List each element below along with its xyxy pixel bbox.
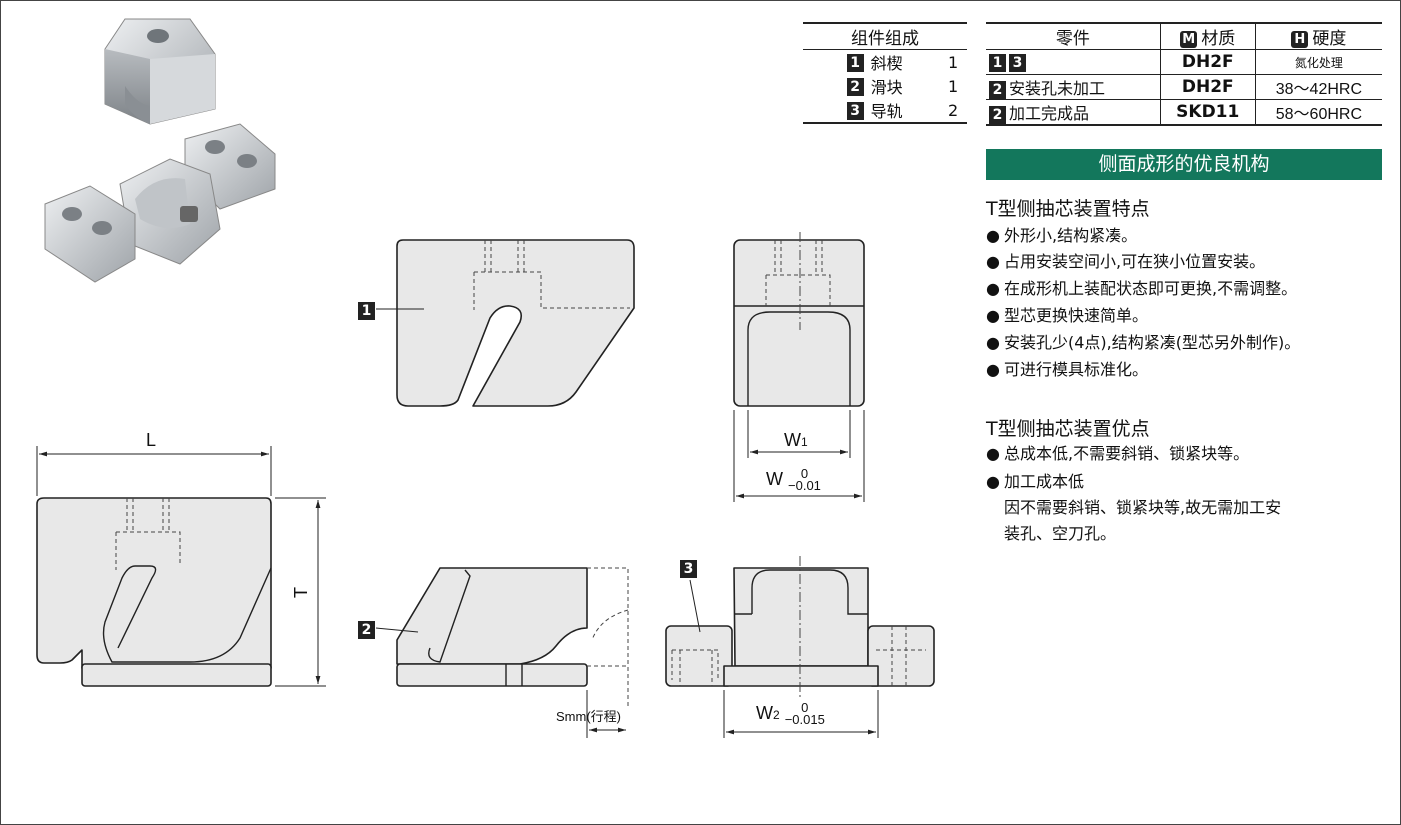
list-item: ●占用安装空间小,可在狭小位置安装。 xyxy=(986,252,1266,271)
section-banner: 侧面成形的优良机构 xyxy=(986,149,1382,180)
advantage-detail-line: 因不需要斜销、锁紧块等,故无需加工安 xyxy=(1004,498,1282,517)
composition-header: 组件组成 xyxy=(803,22,967,50)
slide-view xyxy=(396,567,588,665)
list-item: ●加工成本低 xyxy=(986,472,1085,491)
table-row: 1 斜楔 1 xyxy=(803,50,967,75)
table-row: 3 导轨 2 xyxy=(803,98,967,124)
dim-W1-label: W1 xyxy=(784,430,808,450)
dim-W-label: W 0 −0.01 xyxy=(766,466,821,493)
assembly-view xyxy=(36,497,272,669)
product-photo xyxy=(44,18,276,283)
table-row: 2 滑块 1 xyxy=(803,74,967,98)
part-tag-1: 1 xyxy=(358,300,378,320)
list-item: ●安装孔少(4点),结构紧凑(型芯另外制作)。 xyxy=(986,333,1301,352)
list-item: ●可进行模具标准化。 xyxy=(986,360,1149,379)
part-header: 零件 xyxy=(986,22,1161,50)
wedge-side-view xyxy=(733,239,865,407)
part-tag-2: 2 xyxy=(358,619,378,639)
list-item: ●外形小,结构紧凑。 xyxy=(986,226,1138,245)
advantages-title: T型侧抽芯装置优点 xyxy=(986,418,1150,440)
list-item: ●总成本低,不需要斜销、锁紧块等。 xyxy=(986,444,1250,463)
dim-L-label: L xyxy=(146,430,157,450)
dim-T-label: T xyxy=(291,587,311,598)
dim-W2-label: W2 0 −0.015 xyxy=(756,700,825,727)
advantage-detail-line: 装孔、空刀孔。 xyxy=(1004,524,1117,543)
list-item: ●在成形机上装配状态即可更换,不需调整。 xyxy=(986,279,1298,298)
part-tag-3: 3 xyxy=(680,558,700,578)
features-title: T型侧抽芯装置特点 xyxy=(986,198,1150,220)
composition-table: 组件组成 1 斜楔 1 2 滑块 1 3 导轨 2 xyxy=(803,22,967,124)
list-item: ●型芯更换快速简单。 xyxy=(986,306,1149,325)
wedge-view xyxy=(396,239,635,407)
stroke-label: Smm(行程) xyxy=(556,709,621,724)
